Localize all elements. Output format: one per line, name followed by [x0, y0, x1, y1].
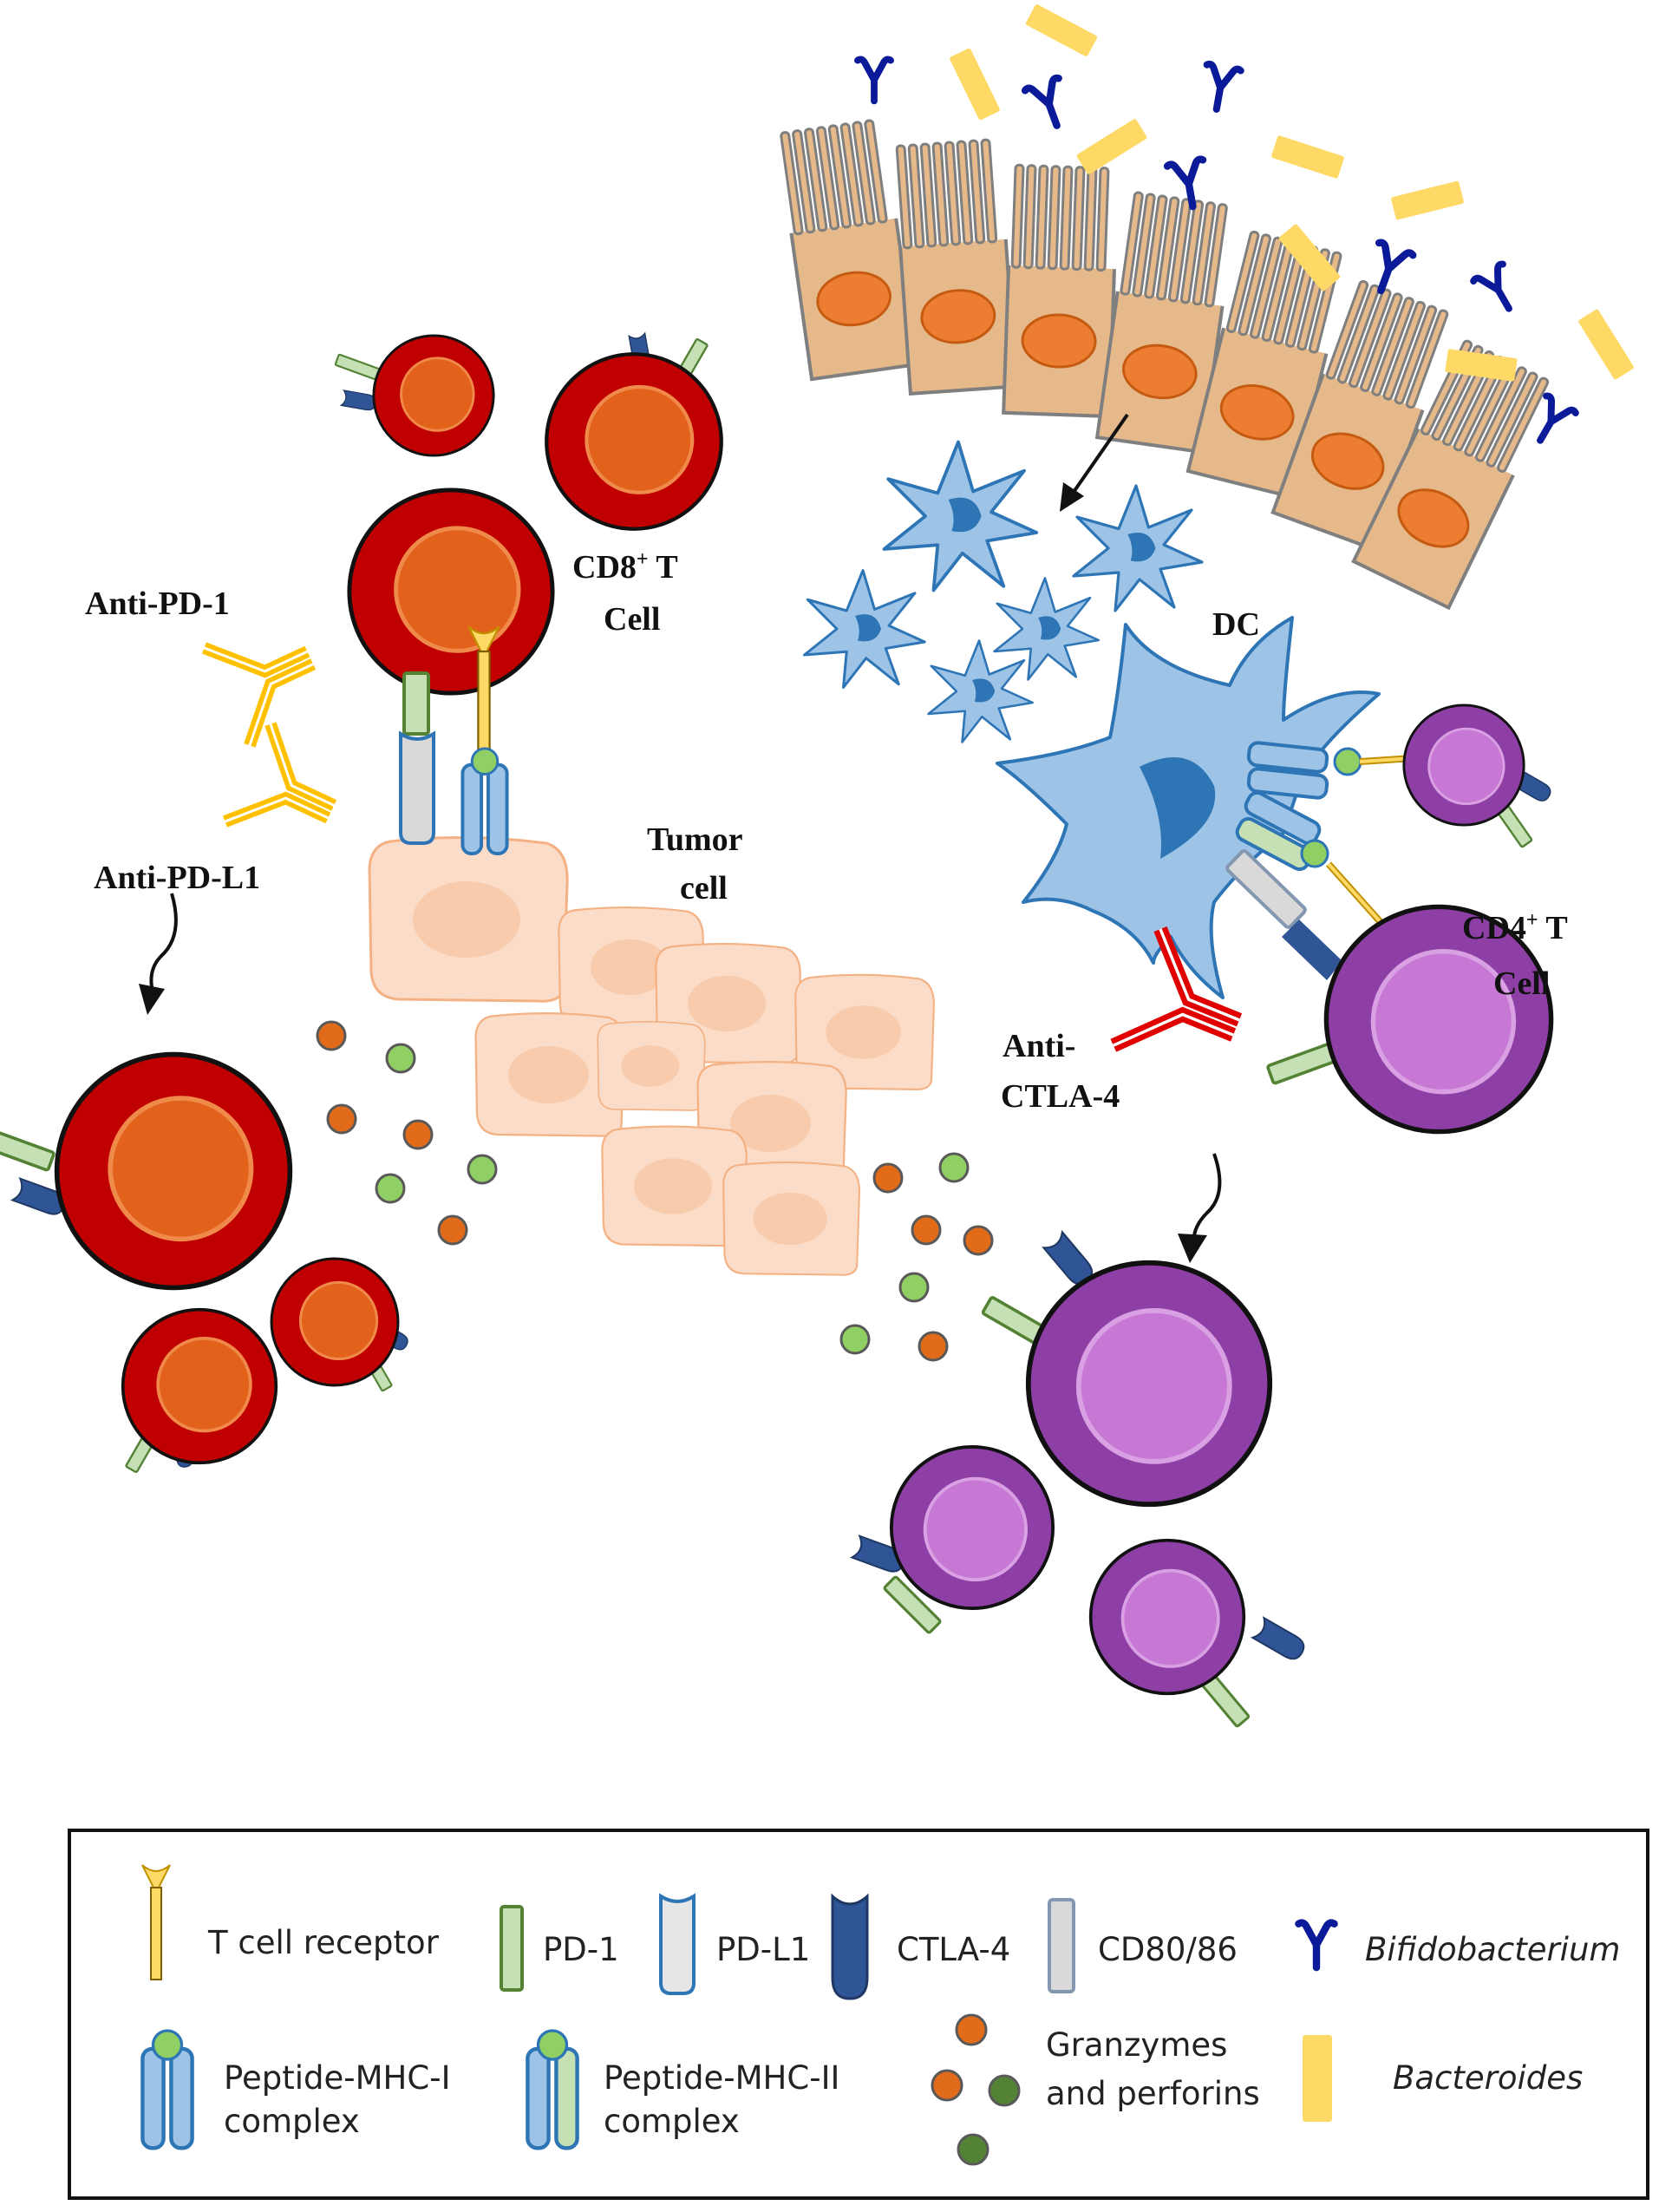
legend-tcr: T cell receptor: [140, 1863, 440, 1981]
label-cd4-sup: +: [1526, 909, 1538, 932]
legend-granzymes-label-1: Granzymes: [1046, 2026, 1227, 2064]
label-cd4-t: CD4+ T: [1462, 909, 1568, 946]
label-cd8-t: CD8+ T: [572, 548, 678, 586]
legend-mhc2-label-1: Peptide-MHC-II: [604, 2059, 839, 2097]
legend-cd80-label: CD80/86: [1098, 1931, 1238, 1968]
label-cd8-t-text: T: [649, 549, 678, 586]
legend-bacteroides: Bacteroides: [1303, 2035, 1583, 2122]
arrow-epithelium-to-dc: [1060, 413, 1129, 512]
legend-mhc2-label-2: complex: [604, 2103, 740, 2140]
legend-granzymes-label-2: and perforins: [1046, 2075, 1260, 2112]
label-anti-ctla4-1: Anti-: [1003, 1028, 1075, 1064]
legend-pdl1: PD-L1: [659, 1893, 810, 1995]
arrow-right-curve: [1178, 1153, 1222, 1263]
label-cd8-sup: +: [637, 548, 649, 571]
dendritic-cell: [996, 616, 1381, 999]
legend-cd80: CD80/86: [1048, 1898, 1238, 1993]
tumor-cells: [368, 835, 935, 1276]
legend-mhc1-label-2: complex: [224, 2103, 360, 2140]
label-cd8-cell: Cell: [604, 601, 660, 638]
legend-bacteroides-label: Bacteroides: [1393, 2059, 1583, 2097]
legend-pd1-label: PD-1: [543, 1931, 619, 1968]
label-anti-ctla4-2: CTLA-4: [1001, 1078, 1120, 1115]
label-tumor: Tumor: [647, 821, 743, 858]
cd4-small-upper: [1402, 704, 1554, 849]
label-cd4-t-text: T: [1538, 910, 1568, 946]
legend-mhc1-label-1: Peptide-MHC-I: [224, 2059, 450, 2097]
cd8-tumor-synapse: [399, 625, 507, 854]
label-dc: DC: [1212, 606, 1260, 643]
legend-mhc2: Peptide-MHC-II complex: [527, 2031, 839, 2148]
label-anti-pd1: Anti-PD-1: [85, 586, 230, 622]
label-cd4: CD4: [1462, 910, 1526, 946]
granzymes-perforins: [316, 1020, 994, 1362]
legend: T cell receptor PD-1 PD-L1 CTLA-4 CD80/8…: [68, 1829, 1649, 2200]
label-cd8: CD8: [572, 549, 637, 586]
legend-pd1: PD-1: [500, 1905, 619, 1992]
dc-surface-molecules: [1225, 741, 1362, 980]
anti-pdl1-antibody: [225, 724, 353, 861]
label-tumor-cell: cell: [680, 870, 728, 906]
legend-ctla4: CTLA-4: [831, 1893, 1010, 2000]
legend-pdl1-label: PD-L1: [716, 1931, 810, 1968]
legend-tcr-label: T cell receptor: [207, 1924, 440, 1961]
label-anti-pdl1: Anti-PD-L1: [94, 860, 260, 896]
legend-ctla4-label: CTLA-4: [897, 1931, 1010, 1968]
legend-granzymes: Granzymes and perforins: [931, 2013, 1260, 2166]
cd4-bottom-cells: [851, 1231, 1309, 1729]
legend-mhc1: Peptide-MHC-I complex: [142, 2031, 450, 2148]
cd8-top-cells: [334, 332, 721, 693]
legend-bifidobacterium-label: Bifidobacterium: [1365, 1931, 1620, 1968]
legend-bifidobacterium: Bifidobacterium: [1298, 1923, 1620, 1968]
arrow-left-curve: [139, 893, 178, 1015]
label-cd4-cell: Cell: [1493, 965, 1550, 1002]
